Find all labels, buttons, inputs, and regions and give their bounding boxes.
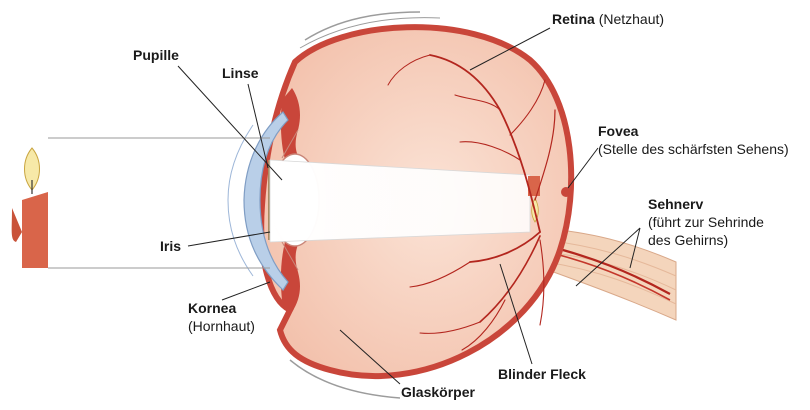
label-fovea-note: (Stelle des schärfsten Sehens) (598, 141, 789, 158)
label-sehnerv-name: Sehnerv (648, 196, 703, 213)
label-pupille: Pupille (133, 47, 179, 64)
leader-kornea (222, 282, 270, 300)
label-fovea-name: Fovea (598, 123, 638, 140)
label-sehnerv-line2: des Gehirns) (648, 232, 728, 249)
fovea-dot (561, 187, 571, 197)
label-retina-note: (Netzhaut) (599, 11, 664, 27)
label-glaskoerper: Glaskörper (401, 384, 475, 401)
label-retina-name: Retina (552, 11, 595, 27)
label-kornea-note: (Hornhaut) (188, 318, 255, 335)
label-sehnerv-line1: (führt zur Sehrinde (648, 214, 764, 231)
label-kornea-name: Kornea (188, 300, 236, 317)
label-retina: Retina (Netzhaut) (552, 11, 664, 28)
label-blinder-fleck: Blinder Fleck (498, 366, 586, 383)
label-iris: Iris (160, 238, 181, 255)
source-candle (12, 148, 48, 268)
label-linse: Linse (222, 65, 259, 82)
